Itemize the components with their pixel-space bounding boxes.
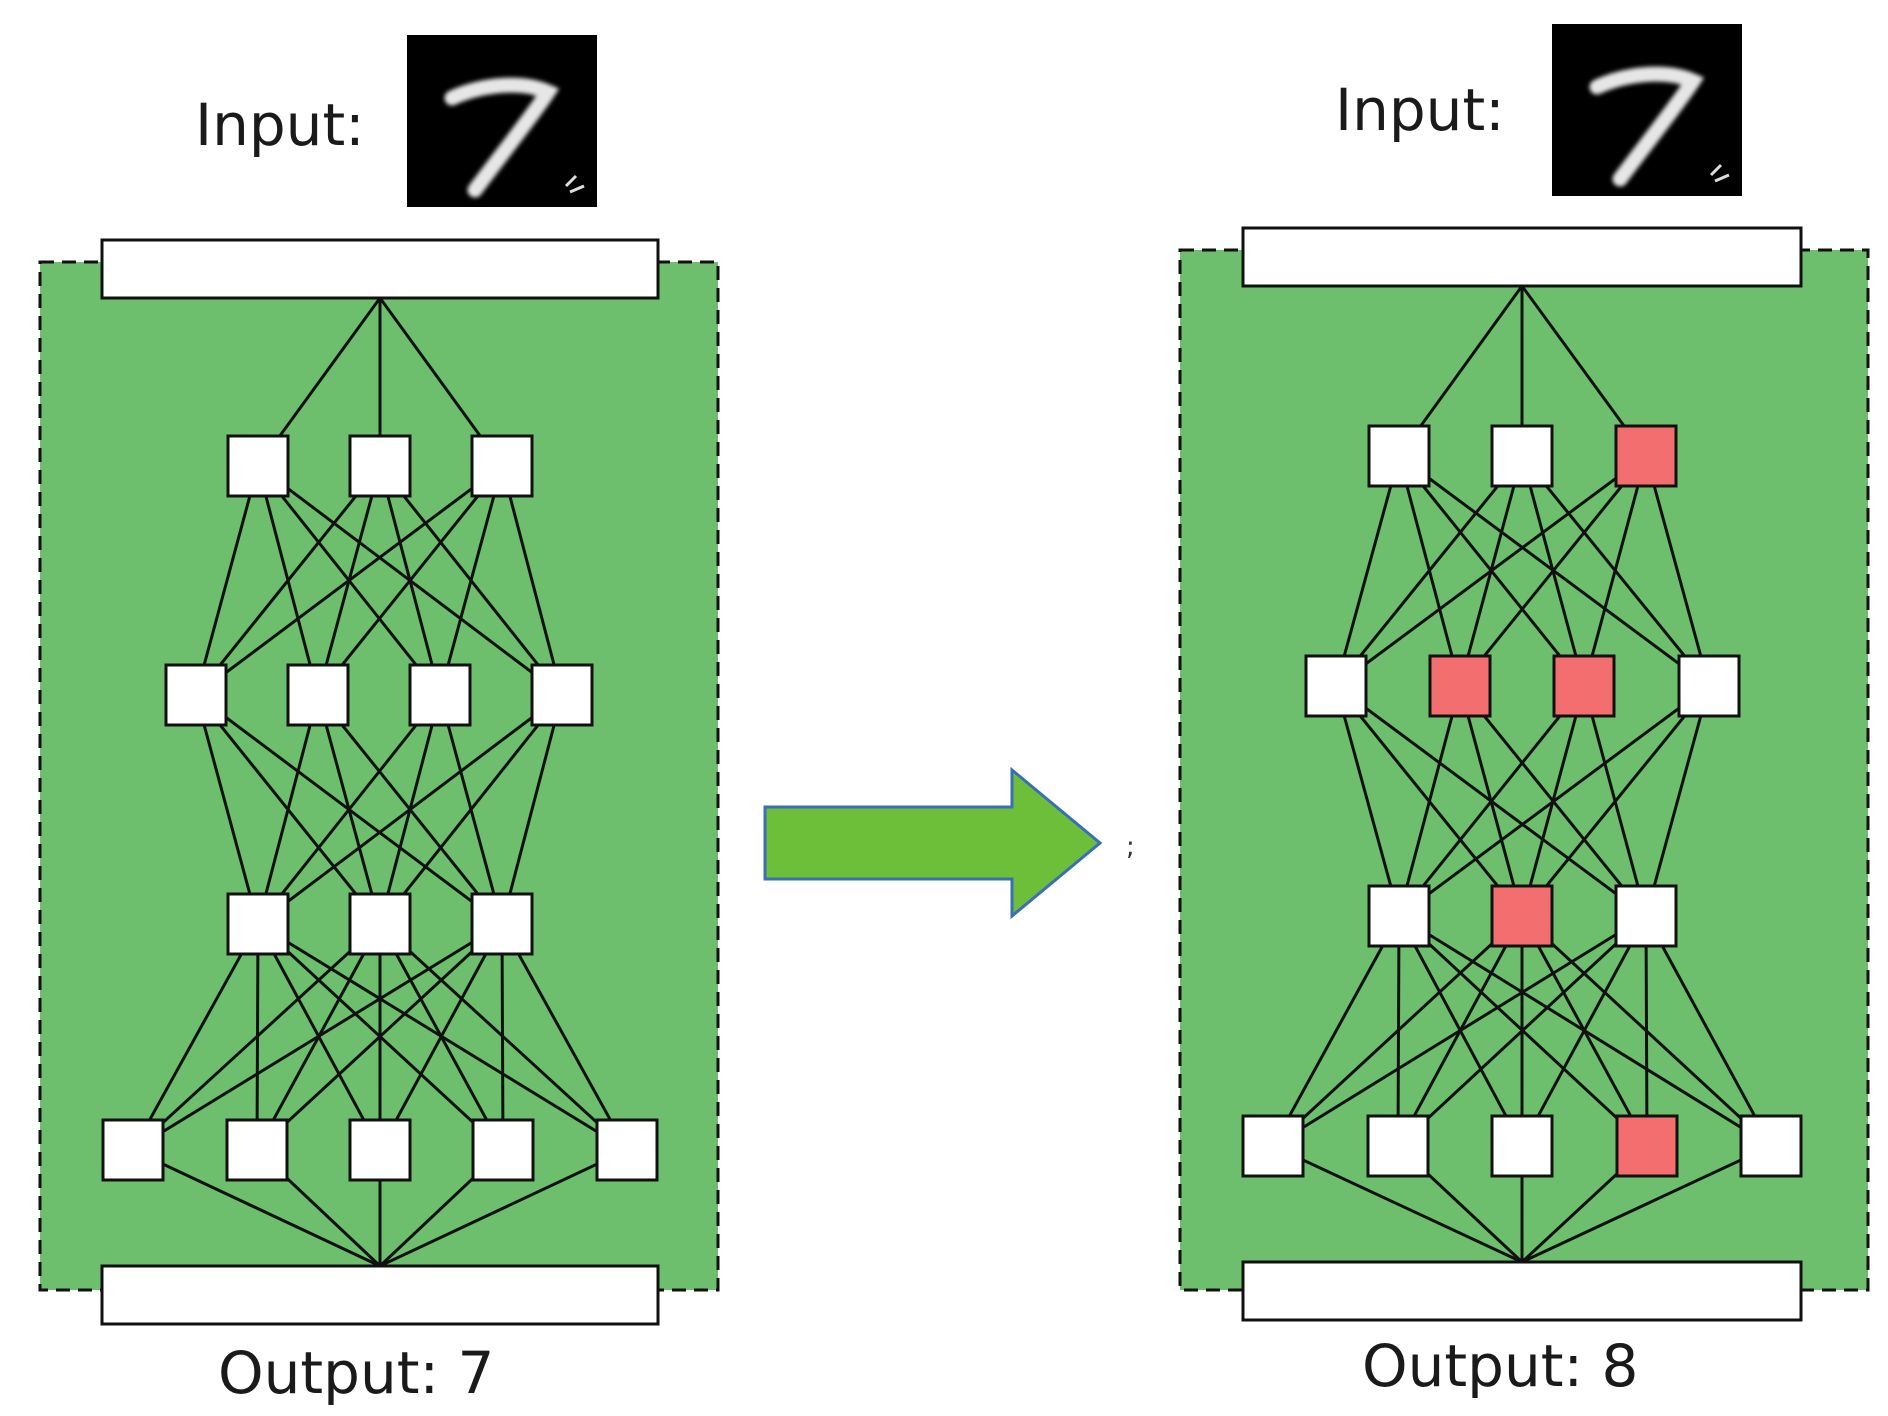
right-connection <box>1334 685 1401 917</box>
left-output-label: Output: 7 <box>218 1339 494 1407</box>
right-connection <box>1397 685 1586 917</box>
right-connection <box>1398 684 1710 918</box>
left-connection <box>195 464 503 697</box>
left-connection <box>316 465 504 696</box>
right-connection <box>1397 685 1462 917</box>
right-neuron <box>1241 1114 1305 1178</box>
left-neuron <box>225 1118 289 1182</box>
left-connection <box>255 922 504 1152</box>
right-output-connection <box>1272 1144 1523 1264</box>
left-output-connection <box>132 1148 381 1268</box>
left-connection <box>132 922 503 1152</box>
left-connection <box>256 694 442 925</box>
left-connections <box>131 297 629 1268</box>
right-neuron <box>1367 424 1431 488</box>
right-neuron <box>1367 884 1431 948</box>
right-connection <box>1644 455 1711 687</box>
right-connections <box>1271 285 1773 1264</box>
right-neuron <box>1304 654 1368 718</box>
left-connection <box>500 465 564 696</box>
left-neuron <box>348 434 412 498</box>
left-connection <box>500 694 564 925</box>
right-faulty-neuron <box>1615 1114 1679 1178</box>
left-connection <box>131 922 382 1152</box>
left-neuron <box>471 1118 535 1182</box>
left-neuron <box>226 434 290 498</box>
left-neuron <box>470 434 534 498</box>
left-connection <box>194 694 260 925</box>
left-output-connection <box>379 1148 628 1268</box>
left-output-bar <box>100 1264 660 1326</box>
left-connection <box>257 693 563 926</box>
left-neuron <box>101 1118 165 1182</box>
right-connection <box>1644 685 1711 917</box>
left-neuron <box>348 1118 412 1182</box>
left-connection <box>378 923 504 1151</box>
right-connection <box>1458 455 1648 687</box>
right-faulty-neuron <box>1490 884 1554 948</box>
right-neuron <box>1366 1114 1430 1178</box>
left-network: Input: Output: 7 <box>38 35 720 1407</box>
right-connection <box>1271 914 1524 1148</box>
right-output-label: Output: 8 <box>1362 1332 1638 1400</box>
right-connection <box>1582 455 1648 687</box>
left-neuron <box>470 892 534 956</box>
right-nodes <box>1241 424 1803 1178</box>
left-input-label: Input: <box>195 91 365 159</box>
left-neuron <box>408 663 472 727</box>
right-connection <box>1396 914 1648 1148</box>
right-output-bar <box>1241 1260 1803 1322</box>
right-connection <box>1335 454 1647 688</box>
left-connection <box>256 694 320 925</box>
left-neuron <box>226 892 290 956</box>
right-output-connection <box>1521 1144 1772 1264</box>
right-faulty-neuron <box>1552 654 1616 718</box>
left-connection <box>500 923 629 1151</box>
left-neuron <box>164 663 228 727</box>
left-connection <box>378 694 564 925</box>
right-input-digit-image <box>1552 24 1742 196</box>
left-neuron <box>286 663 350 727</box>
right-faulty-neuron <box>1614 424 1678 488</box>
right-connection <box>1520 915 1648 1147</box>
right-arrow-icon <box>763 766 1103 920</box>
right-neuron <box>1490 1114 1554 1178</box>
left-connection <box>194 465 382 696</box>
left-connection <box>438 465 504 696</box>
left-neuron <box>530 663 594 727</box>
right-input-label: Input: <box>1335 76 1505 144</box>
right-connection <box>1644 915 1773 1147</box>
left-connection <box>500 923 505 1151</box>
left-connection <box>131 923 260 1151</box>
right-connection <box>1644 915 1649 1147</box>
right-neuron <box>1490 424 1554 488</box>
right-input-bar <box>1241 226 1803 288</box>
right-connection <box>1271 915 1401 1147</box>
left-neuron <box>595 1118 659 1182</box>
right-neuron <box>1614 884 1678 948</box>
right-network: Input: Output: 8 <box>1178 24 1870 1400</box>
right-neuron <box>1739 1114 1803 1178</box>
right-connection <box>1334 455 1401 687</box>
right-connection <box>1334 455 1524 687</box>
arrow-side-mark: ; <box>1126 832 1135 862</box>
left-nodes <box>101 434 659 1182</box>
right-connection <box>1272 914 1647 1148</box>
left-input-bar <box>100 238 660 300</box>
right-neuron <box>1677 654 1741 718</box>
left-connection <box>194 465 260 696</box>
left-input-digit-image <box>407 35 597 207</box>
left-neuron <box>348 892 412 956</box>
right-faulty-neuron <box>1428 654 1492 718</box>
right-connection <box>1520 685 1711 917</box>
